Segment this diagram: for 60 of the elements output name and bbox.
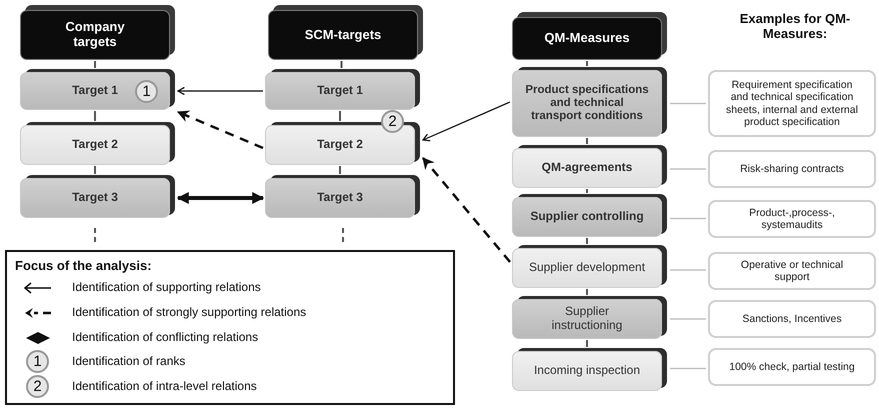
connector-line (94, 166, 96, 174)
connector-line (586, 289, 588, 295)
legend-text: Identification of ranks (72, 354, 186, 368)
box-text: Product-,process-, systemaudits (748, 206, 836, 232)
connector-line (340, 61, 342, 68)
arrow (176, 110, 264, 150)
box-text: SCM-targets (304, 28, 382, 42)
example-box (708, 348, 876, 386)
number-badge: 2 (381, 110, 404, 133)
connector-line (670, 168, 706, 170)
box-text: Target 1 (317, 84, 363, 98)
box-text: Supplier development (528, 261, 646, 275)
box-text: Requirement specification and technical specification sheets, internal and external product specification (725, 79, 859, 128)
connector-line (670, 318, 706, 320)
connector-line (670, 368, 706, 370)
box-text: Company targets (64, 20, 126, 50)
number-badge: 1 (26, 350, 49, 373)
connector-line (586, 61, 588, 66)
box-text: Operative or technical support (740, 258, 844, 284)
example-box (708, 300, 876, 338)
example-box (708, 150, 876, 188)
connector-line (94, 111, 96, 121)
example-box (708, 252, 876, 290)
legend-text: Identification of intra-level relations (72, 379, 257, 393)
legend-text: Identification of supporting relations (72, 280, 261, 294)
arrow (422, 101, 510, 142)
box-text: Incoming inspection (534, 364, 640, 378)
connector-line (586, 340, 588, 347)
connector-line (94, 61, 96, 68)
example-box (708, 70, 876, 137)
box-text: Target 2 (317, 138, 363, 152)
arrow (177, 86, 263, 96)
box-text: Target 1 (72, 84, 118, 98)
box-text: 100% check, partial testing (729, 360, 855, 374)
box-text: Target 2 (72, 138, 118, 152)
legend-text: Identification of conflicting relations (72, 330, 258, 344)
box-text: Supplier controlling (530, 210, 644, 224)
connector-line (586, 138, 588, 144)
box-text: Target 3 (72, 191, 118, 205)
arrow (176, 192, 264, 204)
connector-line (670, 269, 706, 271)
legend-title: Focus of the analysis: (15, 258, 152, 273)
connector-line (670, 218, 706, 220)
box-text: QM-agreements (542, 161, 632, 175)
connector-line (670, 102, 706, 104)
connector-line (586, 189, 588, 193)
legend-text: Identification of strongly supporting relations (72, 305, 306, 319)
box-text: Product specifications and technical transport conditions (525, 84, 649, 124)
connector-line (586, 238, 588, 244)
box-text: Supplier instructioning (550, 305, 624, 333)
number-badge: 2 (26, 375, 49, 398)
box-text: QM-Measures (544, 31, 630, 46)
connector-line (339, 166, 341, 174)
example-box (708, 200, 876, 238)
connector-line (339, 111, 341, 121)
box-text: Sanctions, Incentives (742, 312, 842, 326)
arrow (422, 157, 511, 263)
box-text: Target 3 (317, 191, 363, 205)
column-heading: Examples for QM-Measures: (738, 12, 852, 42)
box-text: Risk-sharing contracts (740, 162, 844, 176)
